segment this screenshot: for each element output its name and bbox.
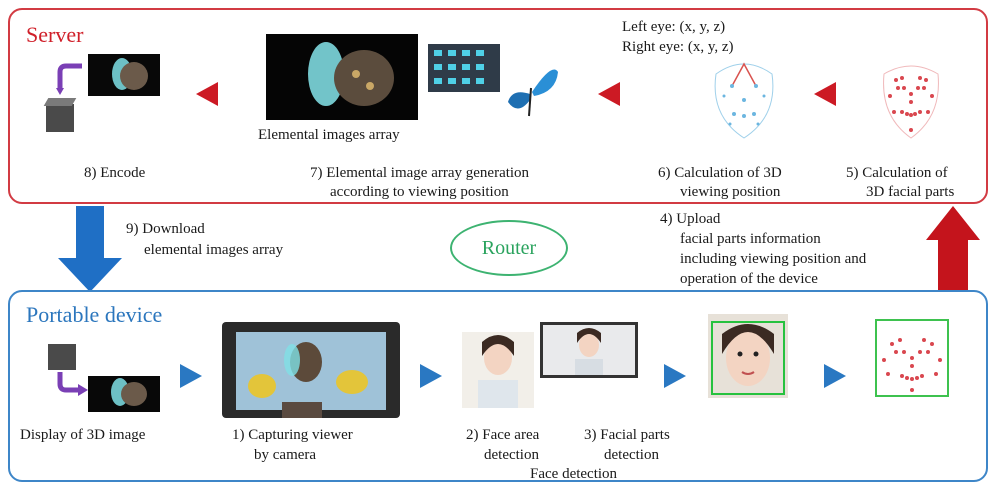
elemental-array-caption: Elemental images array xyxy=(258,127,400,143)
download-label-2: elemental images array xyxy=(144,242,284,258)
elemental-images-array xyxy=(266,34,418,120)
router-label: Router xyxy=(481,237,537,259)
upload-label-4: operation of the device xyxy=(680,271,818,287)
upload-arrow-icon xyxy=(926,206,980,292)
display-label: Display of 3D image xyxy=(20,427,146,443)
device-title: Portable device xyxy=(26,302,163,327)
server-title: Server xyxy=(26,22,84,47)
step6-label-2: viewing position xyxy=(680,184,781,200)
face-detection-label: Face detection xyxy=(530,466,618,482)
step6-label-1: 6) Calculation of 3D xyxy=(658,165,782,181)
step3-label-1: 3) Facial parts xyxy=(584,427,670,443)
upload-label-3: including viewing position and xyxy=(680,251,867,267)
step1-label-1: 1) Capturing viewer xyxy=(232,427,353,443)
flow-arrow-6 xyxy=(814,82,836,106)
flow-arrow-display xyxy=(180,364,202,388)
flow-arrow-7 xyxy=(598,82,620,106)
server-box-icon xyxy=(46,104,74,132)
face-closeup-photo xyxy=(708,314,788,398)
step5-label-1: 5) Calculation of xyxy=(846,165,948,181)
download-arrow-icon xyxy=(58,206,122,292)
viewing-position-mesh-icon xyxy=(714,62,774,139)
facial-parts-3d-icon xyxy=(883,65,939,139)
right-eye-coords: Right eye: (x, y, z) xyxy=(622,39,734,55)
upload-label-2: facial parts information xyxy=(680,231,821,247)
step8-label: 8) Encode xyxy=(84,165,146,181)
butterfly-icon xyxy=(508,69,558,117)
tablet-capture-photo xyxy=(222,322,400,418)
step2-label-1: 2) Face area xyxy=(466,427,540,443)
step3-label-2: detection xyxy=(604,447,659,463)
step5-label-2: 3D facial parts xyxy=(866,184,955,200)
router-node: Router xyxy=(450,220,568,276)
upload-label-1: 4) Upload xyxy=(660,211,721,227)
encode-arrow-icon xyxy=(56,63,82,95)
flow-arrow-facial-parts xyxy=(824,364,846,388)
face-area-monitor xyxy=(540,322,638,378)
step2-label-2: detection xyxy=(484,447,539,463)
step7-label-2: according to viewing position xyxy=(330,184,509,200)
flow-arrow-8 xyxy=(196,82,218,106)
download-label-1: 9) Download xyxy=(126,221,205,237)
display-thumbnail xyxy=(88,376,160,412)
gpu-cluster-icon xyxy=(428,44,500,92)
step1-label-2: by camera xyxy=(254,447,317,463)
encoded-thumbnail xyxy=(88,54,160,96)
decode-arrow-icon xyxy=(57,372,88,396)
server-panel xyxy=(8,8,988,204)
face-area-photo xyxy=(462,332,534,408)
facial-parts-2d-icon xyxy=(875,319,949,397)
left-eye-coords: Left eye: (x, y, z) xyxy=(622,19,726,35)
portable-device-panel xyxy=(8,290,988,482)
server-box-top xyxy=(43,98,77,106)
flow-arrow-face-area xyxy=(664,364,686,388)
step7-label-1: 7) Elemental image array generation xyxy=(310,165,530,181)
device-box-icon xyxy=(48,344,76,370)
flow-arrow-capture xyxy=(420,364,442,388)
